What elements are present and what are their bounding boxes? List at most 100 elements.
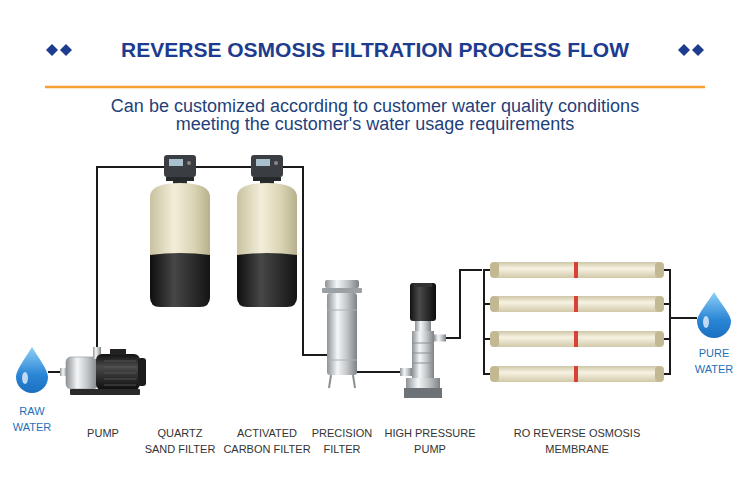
sand-filter-tank xyxy=(166,177,194,181)
ro-membrane-array xyxy=(669,269,671,375)
water-source: RAW WATER xyxy=(16,347,48,393)
membrane-array: RO REVERSE OSMOSIS MEMBRANE xyxy=(482,258,672,388)
raw-water-drop xyxy=(16,347,48,393)
carbon-filter-tank xyxy=(237,155,297,307)
high-pressure-pump-figure xyxy=(434,335,446,342)
precision-filter-housing xyxy=(329,375,331,388)
ro-membrane-array xyxy=(490,331,499,347)
ro-membrane-array xyxy=(664,269,670,271)
water-pipe xyxy=(362,371,400,373)
ro-membrane-array xyxy=(574,262,578,278)
high-pressure-pump-figure xyxy=(400,283,446,398)
ro-membrane-array xyxy=(655,296,664,312)
carbon-filter-tank xyxy=(237,253,297,307)
title-ornament xyxy=(46,44,58,56)
sand-filter-tank xyxy=(164,155,196,177)
ro-membrane-array xyxy=(664,303,670,305)
precision-filter-housing xyxy=(322,288,362,293)
water-pipe xyxy=(446,270,482,338)
pump-figure xyxy=(104,361,136,362)
ro-membrane-array xyxy=(670,317,672,319)
title-ornament xyxy=(692,44,704,56)
component-name: ACTIVATED CARBON FILTER xyxy=(221,425,313,457)
pump-figure xyxy=(70,389,140,395)
component-label: PRECISION FILTER xyxy=(306,425,378,457)
carbon-filter-tank xyxy=(253,177,281,181)
water-pipe xyxy=(48,371,60,373)
sand-filter-tank xyxy=(196,166,210,168)
ro-membrane-array xyxy=(490,296,664,312)
component-label: ACTIVATED CARBON FILTER xyxy=(221,425,313,457)
pump-figure xyxy=(104,385,136,386)
precision-filter-housing xyxy=(353,375,355,388)
ro-membrane-array xyxy=(574,262,578,382)
pump-figure xyxy=(104,361,136,385)
raw-water-drop xyxy=(16,347,48,393)
high-pressure-pump-figure xyxy=(414,283,432,287)
carbon-filter-tank xyxy=(274,161,278,165)
pump-unit: HIGH PRESSURE PUMP xyxy=(400,283,446,398)
component-label: PURE WATER xyxy=(688,345,740,377)
high-pressure-pump-figure xyxy=(415,321,431,331)
pure-water-drop xyxy=(697,292,731,338)
high-pressure-pump-figure xyxy=(412,343,434,363)
sand-filter-tank xyxy=(150,166,164,168)
ro-membrane-array xyxy=(574,366,578,382)
ro-membrane-array xyxy=(490,262,664,382)
filter-tank: QUARTZ SAND FILTER xyxy=(150,155,210,307)
ro-membrane-array xyxy=(484,262,672,382)
title-ornament xyxy=(60,44,72,56)
component-name: HIGH PRESSURE PUMP xyxy=(382,425,478,457)
ro-membrane-array xyxy=(664,373,670,375)
sand-filter-tank xyxy=(150,155,210,307)
component-label: RO REVERSE OSMOSIS MEMBRANE xyxy=(507,425,647,457)
component-name: RO REVERSE OSMOSIS MEMBRANE xyxy=(507,425,647,457)
pure-water-drop xyxy=(697,292,731,338)
component-label: QUARTZ SAND FILTER xyxy=(142,425,218,457)
precision-filter-housing xyxy=(325,280,359,288)
component-label: RAW WATER xyxy=(9,403,55,435)
pump-unit: PUMP xyxy=(60,347,146,397)
ro-membrane-array xyxy=(655,262,664,278)
diagram-title: REVERSE OSMOSIS FILTRATION PROCESS FLOW xyxy=(0,38,750,62)
ro-membrane-array xyxy=(484,373,490,375)
ro-membrane-array xyxy=(490,331,664,347)
precision-filter-housing xyxy=(327,293,357,375)
pump-figure xyxy=(66,357,98,389)
diagram-subtitle: Can be customized according to customer … xyxy=(95,97,655,133)
sand-filter-tank xyxy=(150,253,210,307)
pump-figure xyxy=(138,358,146,386)
pure-water-drop xyxy=(703,316,709,328)
pump-figure xyxy=(60,347,146,395)
pump-figure xyxy=(104,379,136,380)
water-outlet: PURE WATER xyxy=(697,292,731,338)
filter-housing: PRECISION FILTER xyxy=(322,280,362,388)
carbon-filter-tank xyxy=(237,166,251,168)
carbon-filter-tank xyxy=(256,159,270,166)
ro-membrane-array xyxy=(484,338,490,340)
ro-membrane-array xyxy=(490,262,664,278)
component-name: RAW WATER xyxy=(9,403,55,435)
pump-figure xyxy=(104,373,136,374)
ro-membrane-array xyxy=(655,366,664,382)
precision-filter-housing xyxy=(327,360,357,361)
ro-membrane-array xyxy=(484,303,490,305)
ro-membrane-array xyxy=(490,262,664,382)
carbon-filter-tank xyxy=(251,155,283,177)
high-pressure-pump-figure xyxy=(412,353,434,354)
component-name: PRECISION FILTER xyxy=(306,425,378,457)
component-label: PUMP xyxy=(73,425,133,441)
pump-figure xyxy=(110,349,126,355)
title-ornament xyxy=(678,44,690,56)
high-pressure-pump-figure xyxy=(412,363,434,364)
ro-membrane-array xyxy=(490,296,499,312)
sand-filter-tank xyxy=(169,159,183,166)
high-pressure-pump-figure xyxy=(406,378,440,388)
component-label: HIGH PRESSURE PUMP xyxy=(382,425,478,457)
component-name: PUMP xyxy=(73,425,133,441)
ro-membrane-array xyxy=(574,296,578,312)
ro-membrane-array xyxy=(484,269,490,271)
high-pressure-pump-figure xyxy=(410,283,436,321)
